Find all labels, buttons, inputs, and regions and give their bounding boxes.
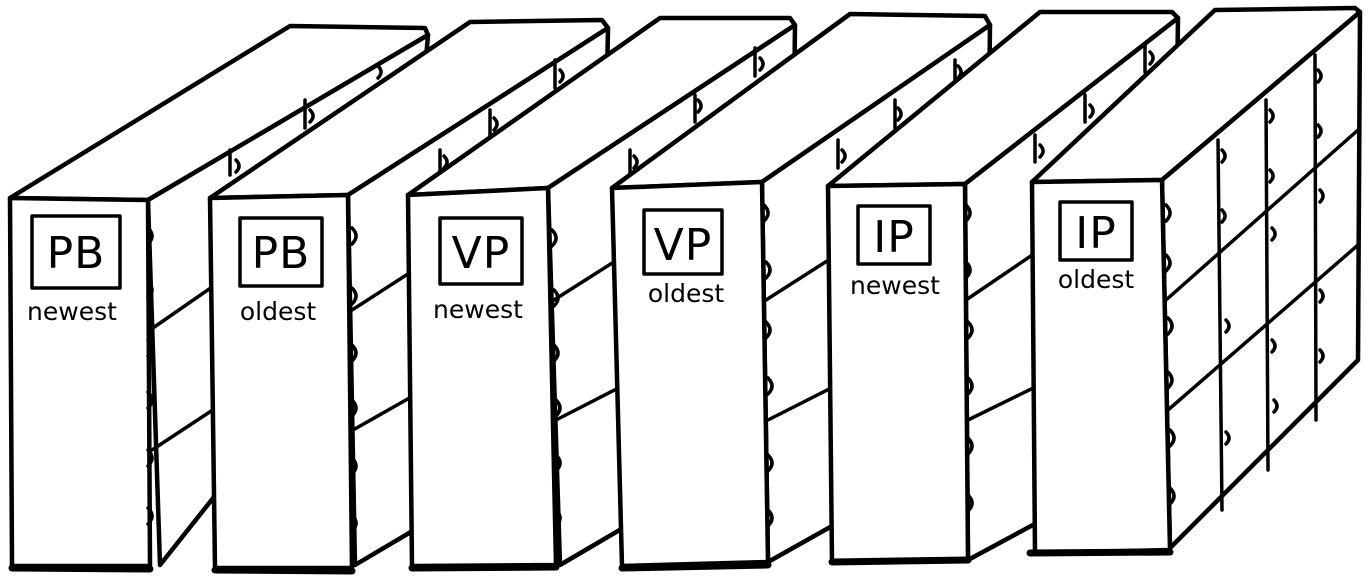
shelf-code: IP [1075,208,1117,259]
shelf-code: PB [252,228,311,279]
shelf-label: oldest [1058,265,1135,294]
shelf-code: VP [654,220,713,271]
shelf-code: VP [452,228,511,279]
shelf-label: newest [850,271,940,300]
shelf-code: PB [47,228,106,279]
shelf-label: oldest [240,297,317,326]
shelf-label: newest [27,297,117,326]
shelf-label: newest [433,295,523,324]
shelf-code: IP [873,212,915,263]
shelf-label: oldest [648,279,725,308]
